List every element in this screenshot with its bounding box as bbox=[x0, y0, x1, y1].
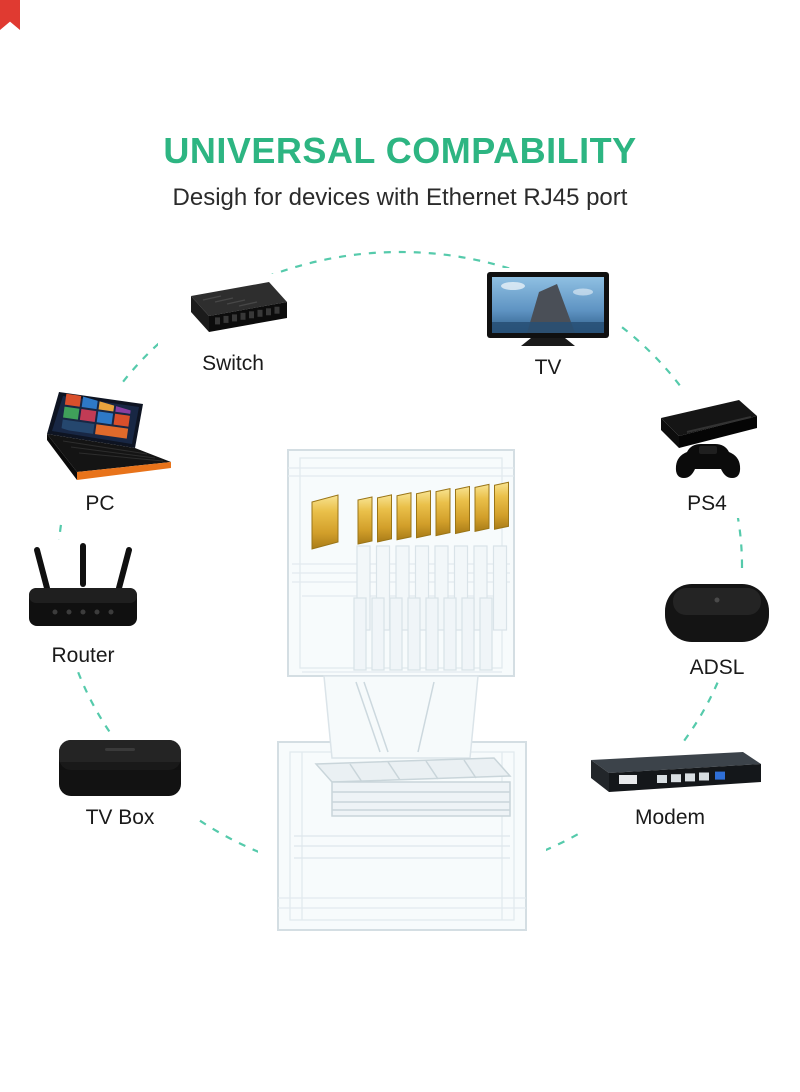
device-switch: Switch bbox=[158, 274, 308, 378]
device-label: TV Box bbox=[85, 806, 155, 829]
device-label: PS4 bbox=[687, 492, 727, 515]
device-ps4: PS4 bbox=[642, 386, 772, 518]
page-subtitle: Desigh for devices with Ethernet RJ45 po… bbox=[172, 184, 628, 211]
network-switch-icon bbox=[191, 282, 287, 332]
laptop-icon bbox=[47, 392, 171, 480]
page-title: UNIVERSAL COMPABILITY bbox=[163, 130, 637, 171]
rj45-connector bbox=[258, 446, 546, 936]
ps4-console-icon bbox=[661, 400, 757, 478]
adsl-modem-icon bbox=[665, 584, 769, 642]
device-pc: PC bbox=[22, 386, 178, 518]
device-modem: Modem bbox=[572, 744, 768, 832]
tv-icon bbox=[487, 272, 609, 346]
device-label: PC bbox=[85, 492, 115, 515]
device-label: Router bbox=[51, 644, 115, 667]
device-adsl: ADSL bbox=[652, 568, 782, 682]
device-label: ADSL bbox=[689, 656, 745, 679]
rack-modem-icon bbox=[591, 752, 761, 792]
tv-box-icon bbox=[59, 740, 181, 796]
device-label: TV bbox=[534, 356, 562, 379]
device-tv: TV bbox=[478, 268, 618, 382]
device-router: Router bbox=[18, 540, 148, 670]
rj45-connector-icon bbox=[258, 446, 546, 936]
device-label: Modem bbox=[634, 806, 706, 829]
device-tvbox: TV Box bbox=[42, 732, 198, 832]
corner-ribbon-icon bbox=[0, 0, 20, 30]
wifi-router-icon bbox=[29, 543, 137, 626]
device-label: Switch bbox=[202, 352, 264, 375]
